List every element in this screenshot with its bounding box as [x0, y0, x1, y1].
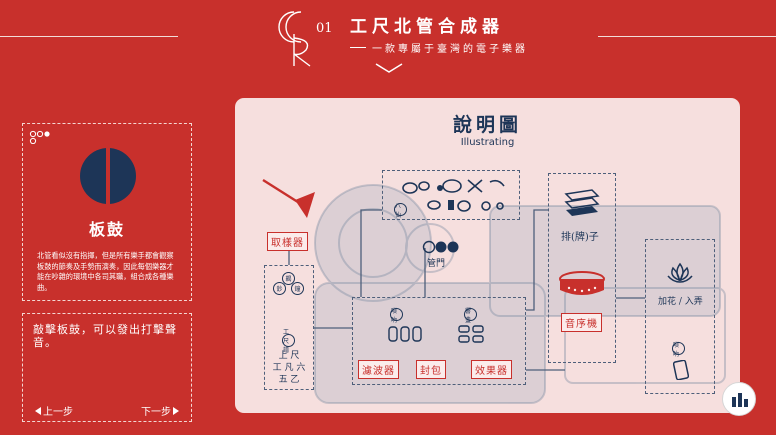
next-step-label: 下一步 [141, 407, 171, 418]
header-right-rule [598, 36, 776, 37]
previous-step-label: 上一步 [43, 407, 73, 418]
knobs-icon [388, 326, 422, 342]
instrument-description: 北管看似沒有指揮，但是所有樂手都會觀察板鼓的節奏及手勢而演奏，因此每個樂器才能在… [37, 251, 174, 292]
sliders-icon [458, 325, 484, 343]
app-subtitle: 一款專屬于臺灣的電子樂器 [372, 44, 528, 55]
gongche-notes: 上 尺 工 凡 六 五 乙 [265, 350, 313, 386]
effects-button[interactable]: 效果器 [471, 360, 512, 379]
phone-icon [673, 360, 689, 380]
progress-dots-icon [29, 130, 50, 144]
subtitle-row: 一款專屬于臺灣的電子樂器 [350, 40, 528, 55]
badge-sample-1: 鞨 [282, 272, 295, 285]
ornament-module [645, 239, 715, 394]
paizi-label: 排(牌)子 [561, 232, 599, 243]
sequencer-drum-icon [559, 271, 605, 295]
next-step-button[interactable]: 下一步 [141, 403, 179, 418]
paizi-module [548, 173, 616, 363]
drum-icon [80, 147, 136, 205]
badge-envelope: 響盞 [464, 308, 477, 324]
sampler-button[interactable]: 取樣器 [267, 232, 308, 251]
brand-logo: 01 [278, 11, 333, 67]
envelope-button[interactable]: 封包 [416, 360, 446, 379]
scale-module [264, 265, 314, 390]
lotus-icon [667, 262, 693, 283]
arrow-right-icon [173, 406, 179, 415]
pipe-label: 管門 [427, 259, 446, 269]
action-panel: 敲擊板鼓，可以發出打擊聲音。 上一步 下一步 [22, 313, 192, 422]
badge-scale: 工尺譜 [282, 329, 295, 354]
diagram-subtitle: Illustrating [460, 137, 515, 148]
previous-step-button[interactable]: 上一步 [35, 403, 73, 418]
widget-logo-icon [732, 393, 748, 407]
ornament-label: 加花 / 入弄 [658, 297, 703, 307]
instrument-info-panel: 板鼓 北管看似沒有指揮，但是所有樂手都會觀察板鼓的節奏及手勢而演奏，因此每個樂器… [22, 123, 192, 301]
filter-button[interactable]: 濾波器 [358, 360, 399, 379]
badge-ornament: 嗩吶 [672, 342, 685, 358]
badge-filter: 嗩吶 [390, 308, 403, 324]
help-widget-button[interactable] [722, 382, 756, 416]
chevron-down-icon[interactable] [374, 62, 404, 74]
notes-row-3: 五 乙 [278, 375, 300, 385]
badge-sample-3: 鐘 [291, 282, 304, 295]
diagram-title: 說明圖 [452, 114, 522, 136]
samples-module [382, 170, 520, 220]
notes-row-1: 上 尺 [278, 351, 300, 361]
arrow-left-icon [35, 406, 41, 415]
percussion-samples-icon [402, 179, 505, 212]
app-title: 工尺北管合成器 [350, 17, 504, 37]
badge-top-left: 八仙 [394, 203, 407, 219]
header-left-rule [0, 36, 178, 37]
action-instruction: 敲擊板鼓，可以發出打擊聲音。 [33, 323, 177, 349]
layers-icon [564, 189, 600, 216]
subtitle-dash [350, 47, 366, 48]
instrument-name: 板鼓 [88, 220, 125, 239]
notes-row-2: 工 凡 六 [272, 363, 306, 373]
diagram-connectors [288, 209, 645, 371]
diagram-card: 說明圖 Illustrating 取樣器 [235, 98, 740, 413]
suona-horn-icon [262, 178, 315, 218]
synth-module [352, 297, 526, 385]
logo-number: 01 [316, 21, 333, 36]
sequencer-button[interactable]: 音序機 [561, 313, 602, 332]
pipe-selector-icon [422, 240, 459, 254]
badge-sample-2: 鈔 [273, 282, 286, 295]
